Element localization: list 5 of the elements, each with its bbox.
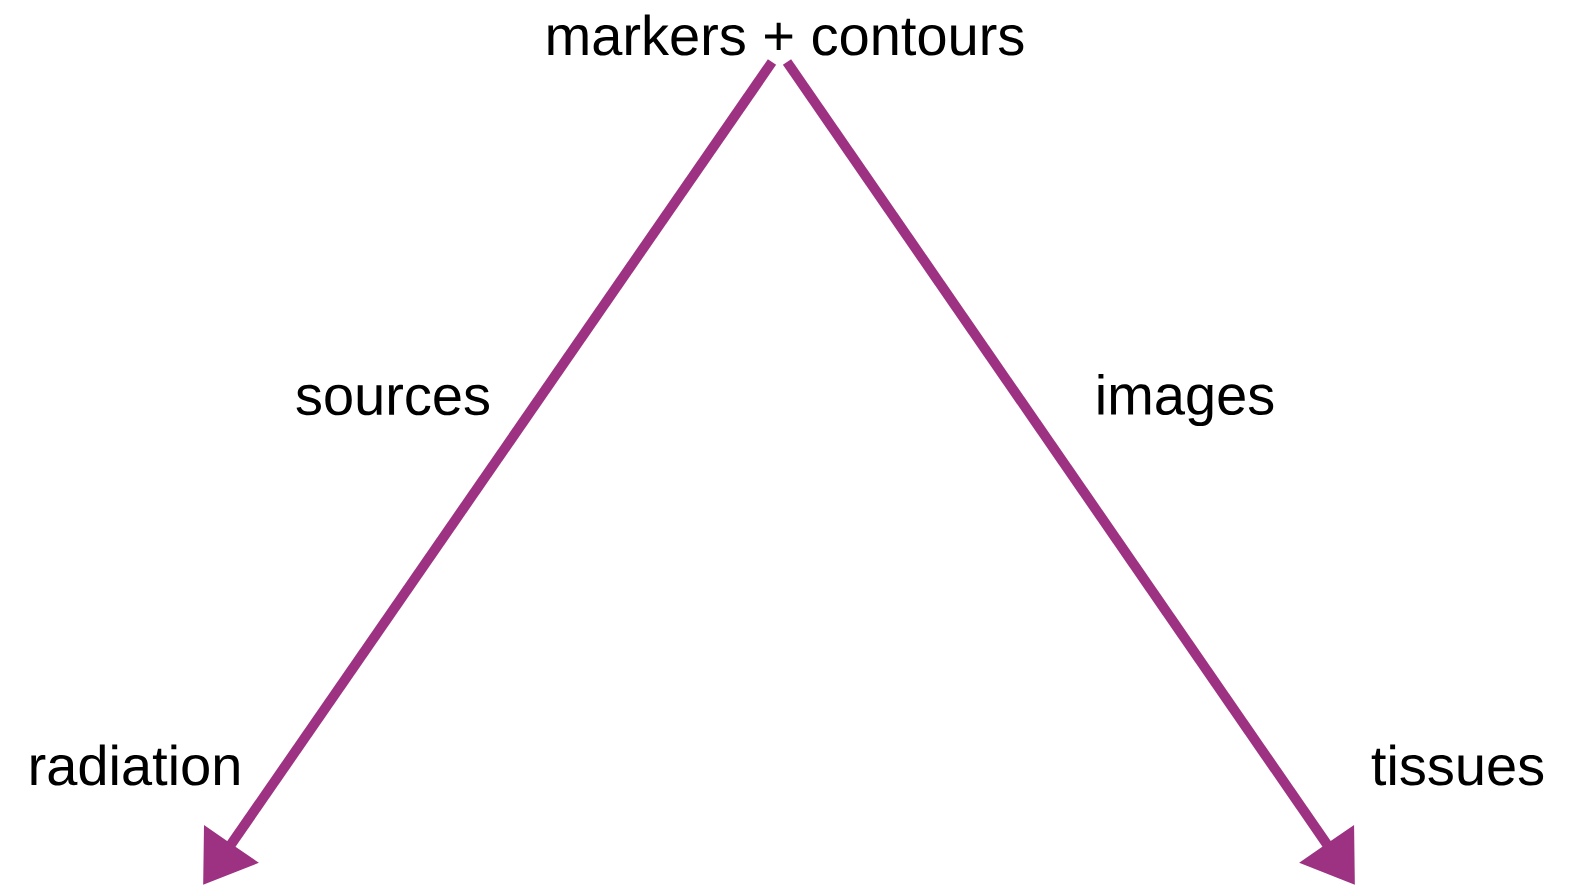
edge-label: images — [1098, 373, 1274, 427]
node-label: markers + contours — [548, 14, 1024, 56]
edge-label: sources — [296, 384, 489, 416]
node-label: radiation — [31, 744, 239, 786]
node-label: tissues — [1371, 744, 1544, 786]
